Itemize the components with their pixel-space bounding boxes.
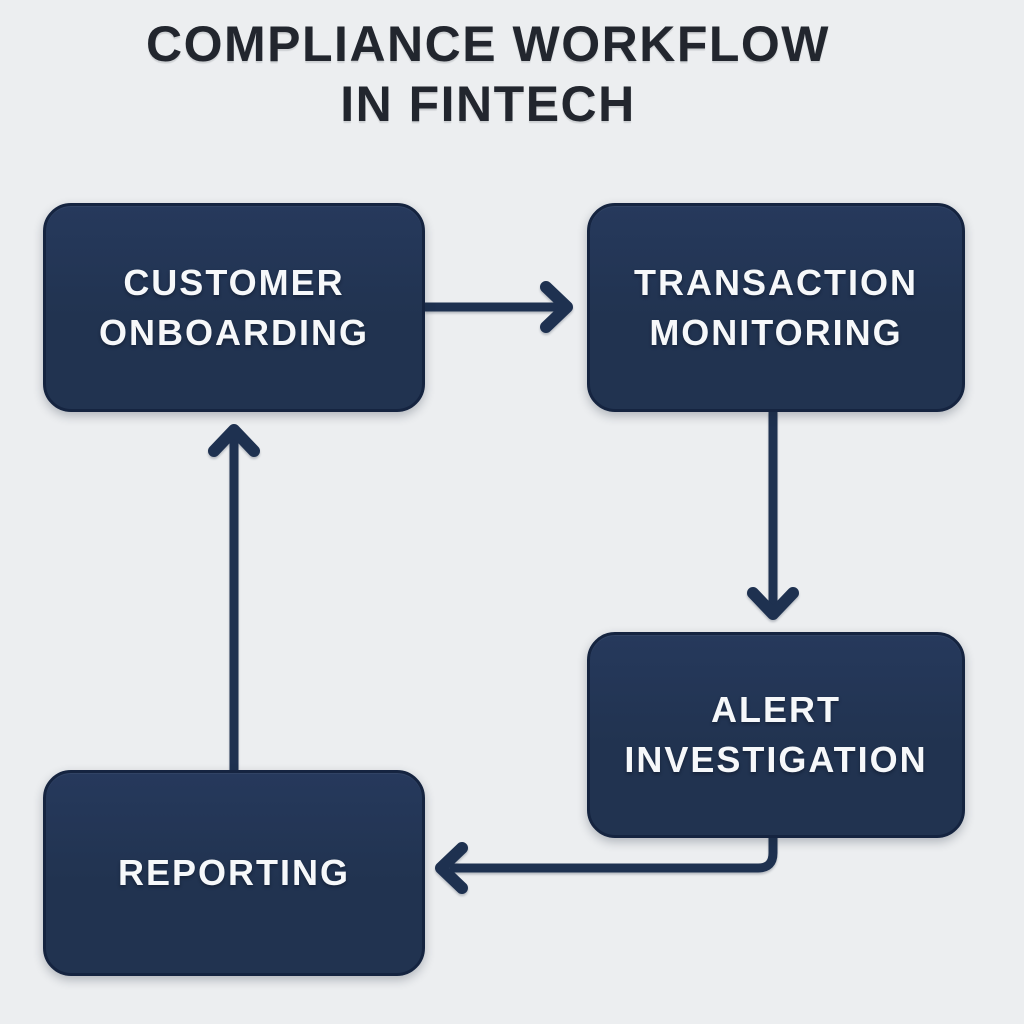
node-customer-onboarding-line-2: ONBOARDING: [99, 311, 369, 353]
node-transaction-monitoring: TRANSACTION MONITORING: [587, 203, 965, 412]
page-title-line-2: IN FINTECH: [340, 76, 636, 132]
arrow-reporting-to-customer-onboarding: [208, 424, 260, 772]
node-transaction-monitoring-label: TRANSACTION MONITORING: [634, 258, 918, 357]
arrow-alert-investigation-to-reporting: [435, 834, 778, 894]
node-alert-investigation: ALERT INVESTIGATION: [587, 632, 965, 838]
node-customer-onboarding-label: CUSTOMER ONBOARDING: [99, 258, 369, 357]
node-customer-onboarding: CUSTOMER ONBOARDING: [43, 203, 425, 412]
node-alert-investigation-line-2: INVESTIGATION: [624, 739, 928, 780]
arrow-customer-onboarding-to-transaction-monitoring: [425, 281, 573, 333]
node-customer-onboarding-line-1: CUSTOMER: [123, 261, 345, 303]
node-alert-investigation-line-1: ALERT: [710, 689, 841, 731]
node-reporting-line-1: REPORTING: [117, 852, 350, 894]
arrow-transaction-monitoring-to-alert-investigation: [747, 412, 799, 620]
page-title: COMPLIANCE WORKFLOW IN FINTECH: [0, 14, 1000, 134]
node-reporting-label: REPORTING: [118, 848, 350, 898]
node-transaction-monitoring-line-2: MONITORING: [649, 311, 903, 353]
node-transaction-monitoring-line-1: TRANSACTION: [634, 261, 918, 303]
node-alert-investigation-label: ALERT INVESTIGATION: [624, 685, 927, 784]
page-title-line-1: COMPLIANCE WORKFLOW: [146, 16, 830, 72]
node-reporting: REPORTING: [43, 770, 425, 976]
